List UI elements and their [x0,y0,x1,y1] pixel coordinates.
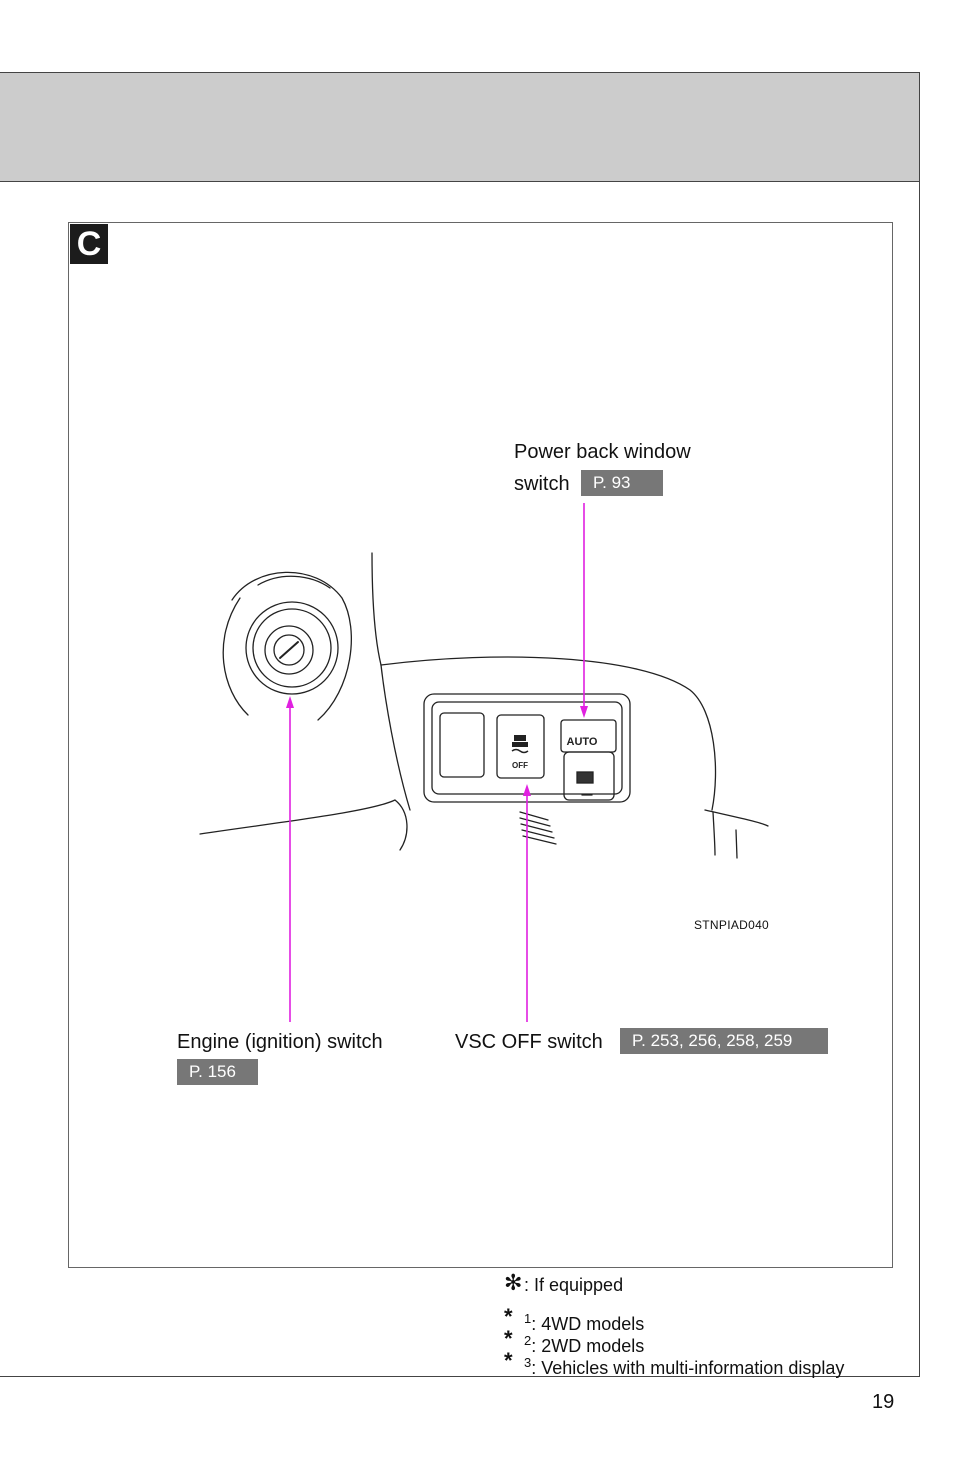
vsc-off-glyph-text: OFF [512,761,528,770]
asterisk-icon: * [504,1326,513,1351]
callout-vsc-off-switch: VSC OFF switch [455,1031,603,1053]
page-rule-right [919,180,920,1376]
auto-button-text: AUTO [567,736,598,748]
dash-top-curve [380,656,717,811]
leader-engine-switch-arrow [286,696,294,708]
footnote-1: *1: 4WD models [504,1304,645,1335]
callout-power-back-window-line2: switch [514,473,570,495]
callout-engine-switch: Engine (ignition) switch [177,1031,383,1053]
header-band [0,72,920,182]
asterisk-icon: * [504,1304,513,1329]
leader-vsc-off-arrow [523,784,531,796]
ref-engine-switch[interactable]: P. 156 [177,1059,258,1085]
ignition-key-face [273,634,305,666]
section-tag: C [70,224,108,264]
dash-right-edge [712,811,716,856]
section-box [68,222,893,1268]
ignition-core [264,625,314,675]
page-number: 19 [872,1391,895,1413]
footnotes: ✻: If equipped *1: 4WD models *2: 2WD mo… [498,1270,845,1379]
leader-back-window-arrow [580,706,588,718]
page-rule-bottom [0,1376,920,1377]
ignition-key-slot [279,641,299,659]
ignition-ring [245,601,339,695]
leader-lines [286,503,588,1022]
blank-switch [439,712,485,778]
vsc-off-button [496,714,545,779]
illustration-code: STNPIAD040 [694,918,770,932]
back-window-glyph [576,771,594,784]
ref-power-back-window[interactable]: P. 93 [581,470,663,496]
ignition-top-arc [257,575,331,589]
back-window-button [563,751,615,801]
vent-slats [519,811,557,845]
footnote-2: *2: 2WD models [504,1326,645,1357]
ref-vsc-off-switch[interactable]: P. 253, 256, 258, 259 [620,1028,828,1054]
asterisk-icon: * [504,1348,513,1373]
dash-left-edge [380,664,411,811]
footnote-if-equipped: ✻: If equipped [504,1270,624,1296]
footnote-3: *3: Vehicles with multi-information disp… [504,1348,845,1379]
dash-lower-curve [199,799,408,851]
dash-right-trim [704,809,769,827]
vsc-off-glyph [511,735,529,754]
ignition-inner-ring [252,608,332,688]
asterisk-icon: ✻ [504,1270,523,1295]
dash-right-edge-2 [735,829,738,859]
ignition-outer-arc [231,571,352,721]
ignition-left-arc [222,597,249,716]
callout-power-back-window-line1: Power back window [514,441,691,463]
pillar-line [371,552,382,666]
